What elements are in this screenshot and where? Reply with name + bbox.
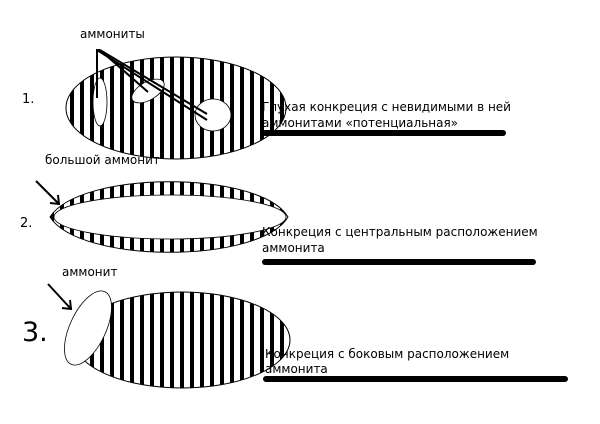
item-3-line-1: Конкреция с боковым расположением	[265, 347, 510, 361]
item-2-line-2: аммонита	[262, 241, 325, 255]
hidden-ammonite-1	[92, 77, 108, 127]
concretion-1	[65, 49, 287, 160]
underline-bar-2	[262, 259, 536, 265]
arrow-icon	[47, 283, 73, 311]
big-ammonite	[53, 194, 287, 240]
underline-bar-3	[263, 376, 568, 382]
ammonite-label: аммонит	[62, 265, 118, 279]
underline-bar-1	[262, 130, 506, 136]
concretion-2	[35, 180, 289, 253]
item-1-line-2: аммонитами «потенциальная»	[262, 116, 459, 130]
big-ammonite-label: большой аммонит	[45, 153, 160, 167]
item-3-line-2: аммонита	[265, 362, 328, 376]
item-number-2: 2.	[20, 216, 33, 231]
side-ammonite	[64, 290, 112, 366]
arrow-icon	[35, 180, 61, 206]
item-number-1: 1.	[22, 92, 35, 107]
pointer-lines	[96, 49, 208, 121]
item-2-line-1: Конкреция с центральным расположением	[262, 225, 538, 239]
item-number-3: 3.	[22, 317, 48, 348]
hidden-ammonite-3	[194, 98, 232, 132]
item-1-line-1: Глухая конкреция с невидимыми в ней	[262, 100, 511, 114]
ammonites-label: аммониты	[80, 27, 145, 41]
concretion-3	[47, 283, 291, 389]
